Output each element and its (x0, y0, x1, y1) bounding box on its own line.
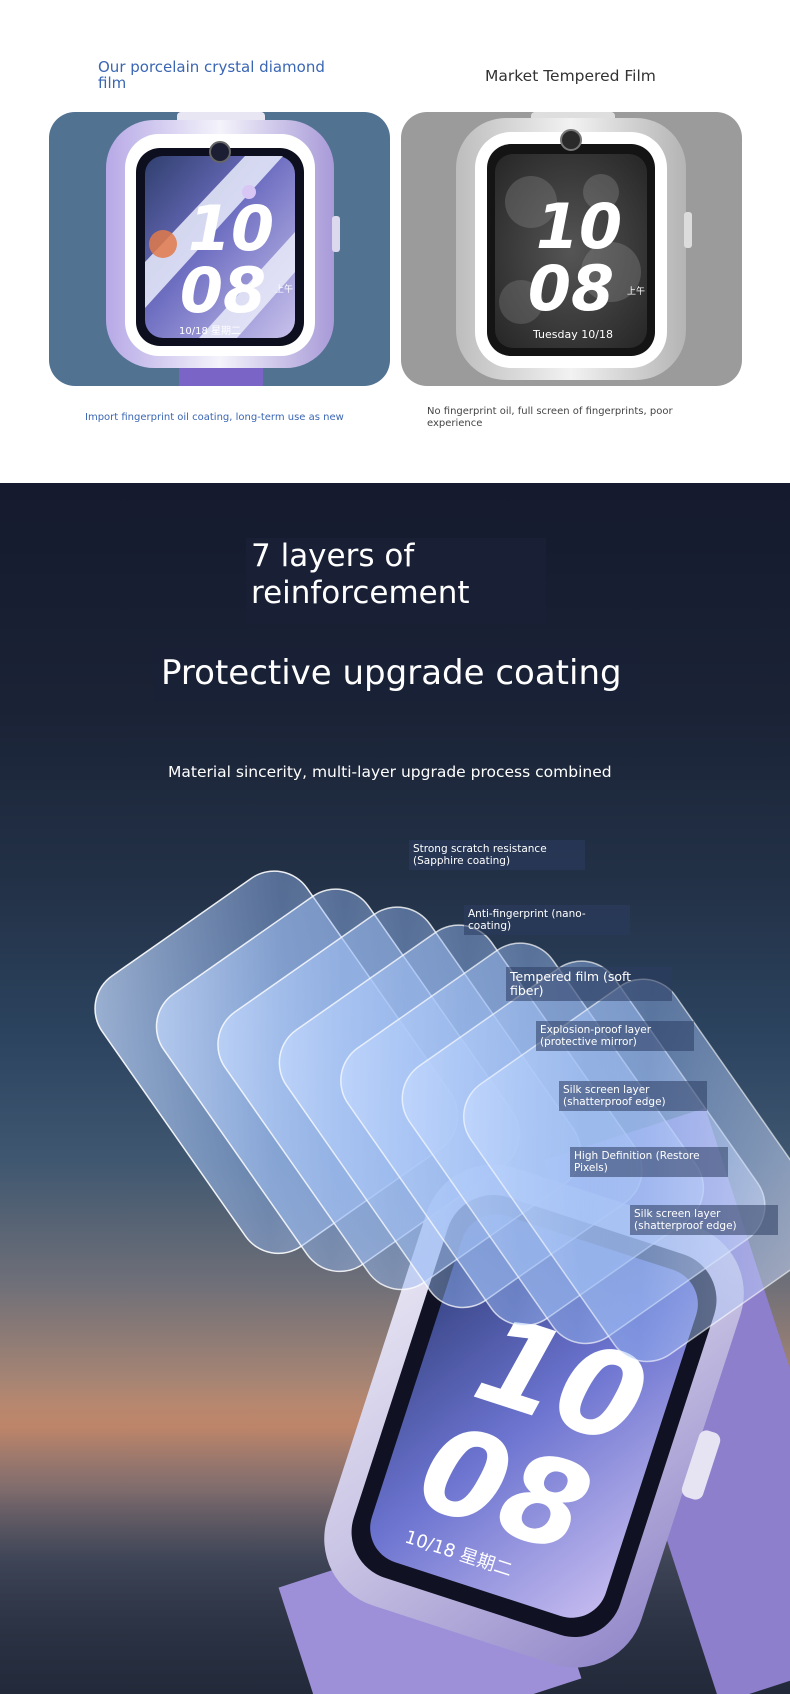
layers-headline: 7 layers of reinforcement (251, 538, 470, 611)
watch-hour-right: 10 (536, 190, 622, 263)
layers-promo-section: 10 08 10/18 星期二 7 layers of reinforcemen… (0, 483, 790, 1694)
watch-am-right: 上午 (627, 285, 645, 297)
watch-date-left: 10/18 星期二 (179, 325, 241, 337)
watch-fingerprint-image: 10 08 上午 Tuesday 10/18 (456, 112, 692, 380)
layer-label-5: Silk screen layer (shatterproof edge) (559, 1081, 707, 1111)
watch-hour-left: 10 (188, 192, 274, 265)
process-subtitle: Material sincerity, multi-layer upgrade … (168, 763, 612, 781)
watch-minute-left: 08 (180, 254, 266, 327)
watch-clean-image: 10 08 上午 10/18 星期二 (106, 112, 340, 386)
our-film-title: Our porcelain crystal diamond film (98, 58, 325, 92)
our-film-caption: Import fingerprint oil coating, long-ter… (85, 412, 344, 423)
watch-am-left: 上午 (275, 283, 293, 295)
market-film-caption: No fingerprint oil, full screen of finge… (427, 406, 673, 429)
market-film-panel: 10 08 上午 Tuesday 10/18 (401, 112, 742, 386)
film-layers-illustration: 10 08 10/18 星期二 (0, 870, 790, 1694)
our-film-panel: 10 08 上午 10/18 星期二 (49, 112, 390, 386)
headline-backdrop (246, 538, 546, 624)
layer-label-2: Anti-fingerprint (nano-coating) (464, 905, 630, 935)
watch-minute-right: 08 (528, 252, 614, 325)
layer-label-3: Tempered film (soft fiber) (506, 967, 672, 1001)
layer-label-1: Strong scratch resistance (Sapphire coat… (409, 840, 585, 870)
layer-label-4: Explosion-proof layer (protective mirror… (536, 1021, 694, 1051)
layer-label-6: High Definition (Restore Pixels) (570, 1147, 728, 1177)
film-layer-stack (94, 870, 790, 1363)
comparison-section: Our porcelain crystal diamond film Marke… (0, 0, 790, 483)
watch-date-right: Tuesday 10/18 (532, 328, 613, 341)
coating-title: Protective upgrade coating (161, 653, 622, 693)
market-film-title: Market Tempered Film (485, 67, 656, 85)
layer-label-7: Silk screen layer (shatterproof edge) (630, 1205, 778, 1235)
title-backdrop (154, 648, 640, 701)
